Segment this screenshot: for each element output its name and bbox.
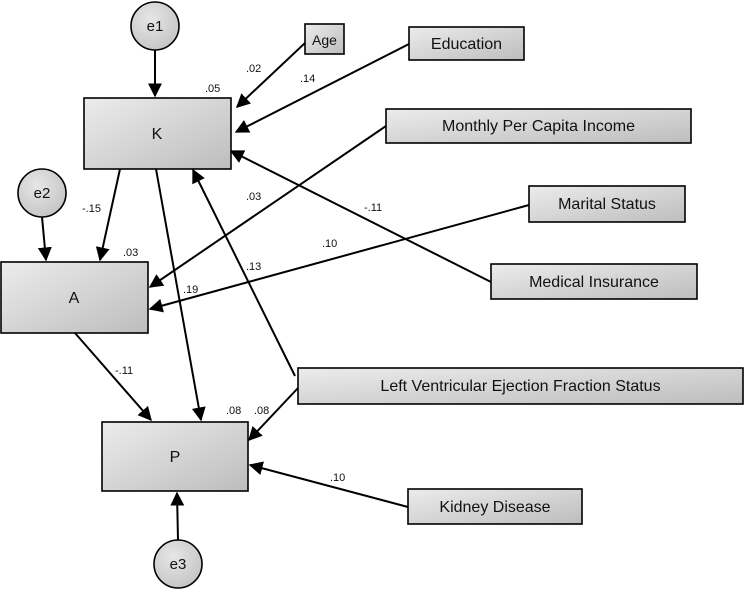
- edge-a-p: [74, 332, 152, 422]
- node-marital: Marital Status: [528, 185, 686, 223]
- coef-income-a: .03: [246, 191, 261, 203]
- node-label-income: Monthly Per Capita Income: [442, 118, 635, 135]
- r-squared-k: .05: [205, 83, 220, 95]
- node-age: Age: [304, 23, 345, 55]
- edge-income-a: [148, 125, 387, 288]
- node-label-kidney: Kidney Disease: [439, 499, 550, 516]
- node-label-lvef: Left Ventricular Ejection Fraction Statu…: [380, 378, 660, 395]
- node-education: Education: [408, 26, 525, 61]
- edge-kidney-p: [248, 461, 409, 508]
- coef-kidney-p: .10: [330, 472, 345, 484]
- latent-label-e3: e3: [170, 556, 187, 573]
- node-label-insurance: Medical Insurance: [529, 274, 659, 291]
- coef-insurance-k: -.11: [364, 202, 382, 214]
- r-squared-p: .08: [226, 405, 241, 417]
- node-income: Monthly Per Capita Income: [385, 108, 692, 144]
- node-a: A: [0, 261, 149, 334]
- node-label-marital: Marital Status: [558, 196, 656, 213]
- node-p: P: [101, 421, 249, 492]
- coef-age-k: .02: [246, 63, 261, 75]
- latent-e3: e3: [153, 539, 203, 589]
- edge-education-k: [234, 43, 410, 133]
- coef-k-a: -.15: [82, 203, 101, 215]
- latent-e2: e2: [17, 168, 67, 218]
- node-k: K: [83, 97, 232, 170]
- node-lvef: Left Ventricular Ejection Fraction Statu…: [297, 367, 744, 405]
- coef-lvef-p: .08: [254, 405, 269, 417]
- latent-label-e2: e2: [34, 185, 51, 202]
- latent-e1: e1: [130, 1, 180, 51]
- edge-k-a: [95, 168, 121, 262]
- node-insurance: Medical Insurance: [490, 263, 698, 300]
- edge-age-k: [235, 42, 306, 108]
- coef-lvef-k: .13: [246, 261, 261, 273]
- coef-k-p: .19: [183, 284, 198, 296]
- coef-marital-a: .10: [322, 238, 337, 250]
- node-label-k: K: [152, 126, 163, 143]
- edge-insurance-k: [229, 150, 492, 283]
- node-label-a: A: [69, 290, 80, 307]
- node-kidney: Kidney Disease: [407, 488, 583, 525]
- node-label-education: Education: [431, 36, 502, 53]
- edges: [37, 42, 530, 541]
- edge-lvef-k: [192, 168, 296, 377]
- r-squared-a: .03: [123, 247, 138, 259]
- coef-a-p: -.11: [115, 365, 133, 377]
- edge-e2-a: [37, 216, 52, 262]
- edge-marital-a: [148, 204, 530, 313]
- node-label-age: Age: [312, 32, 337, 48]
- latent-label-e1: e1: [147, 18, 164, 35]
- coef-education-k: .14: [300, 73, 315, 85]
- edge-e3-p: [170, 491, 185, 541]
- edge-lvef-p: [248, 387, 299, 442]
- node-label-p: P: [170, 449, 181, 466]
- edge-k-p: [155, 168, 206, 422]
